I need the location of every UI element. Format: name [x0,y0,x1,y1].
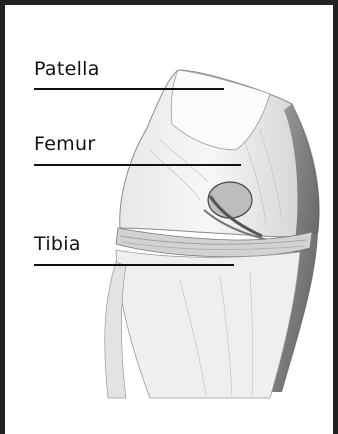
tibia-shape [116,250,300,398]
label-tibia: Tibia [34,233,81,255]
label-femur: Femur [34,133,95,155]
leader-line-femur [34,164,241,166]
label-patella: Patella [34,58,100,80]
leader-line-tibia [34,264,234,266]
leader-line-patella [34,88,224,90]
fibula-shape [105,262,126,398]
